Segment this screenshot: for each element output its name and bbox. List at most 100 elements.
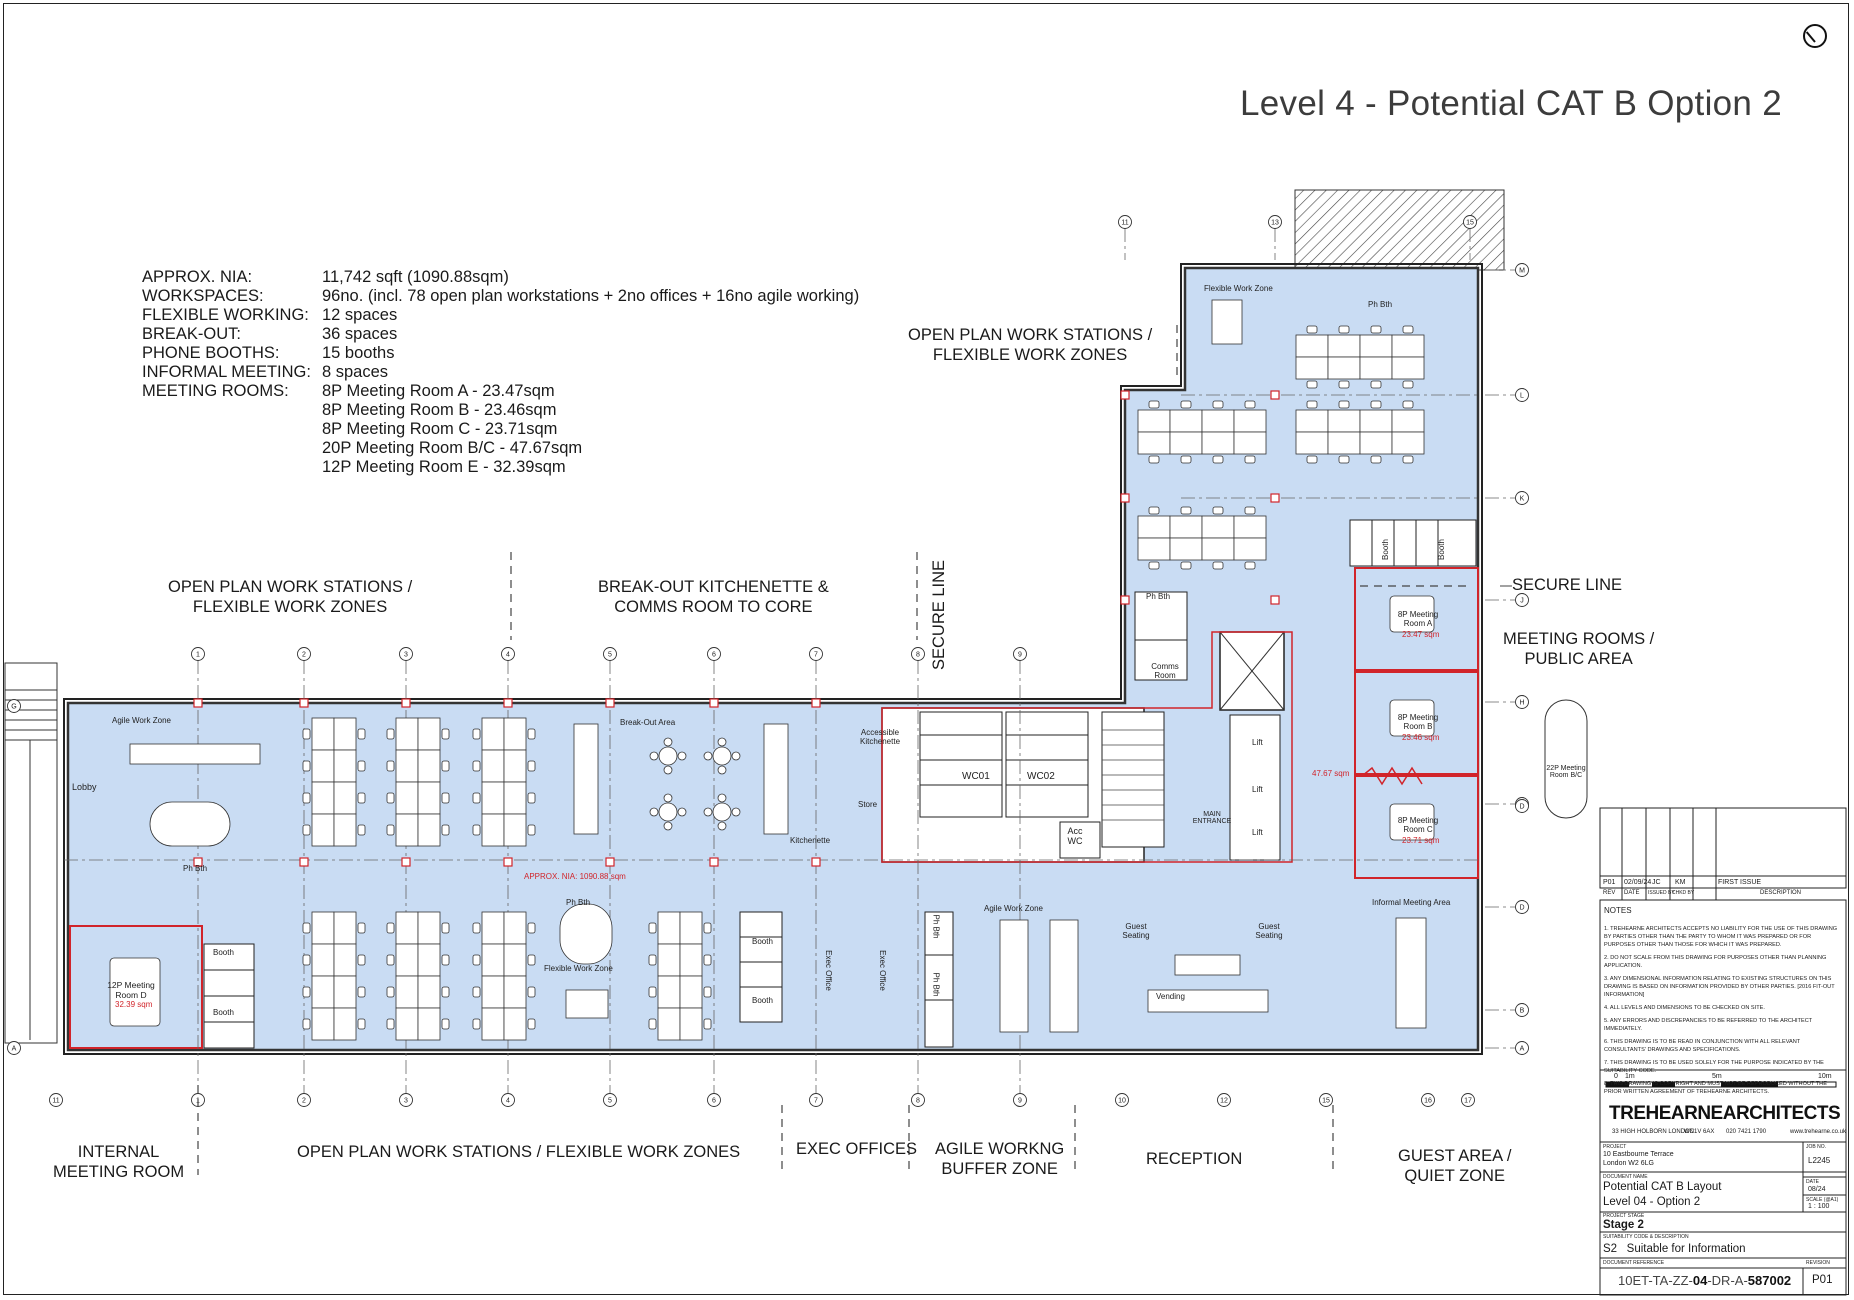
chair — [1244, 455, 1256, 464]
desk — [1169, 409, 1203, 433]
desk — [503, 781, 527, 815]
desk — [503, 717, 527, 751]
chair — [1370, 400, 1382, 409]
desk — [333, 813, 357, 847]
column — [605, 698, 615, 708]
grid-bubble: 6 — [707, 647, 721, 661]
zone-breakout: BREAK-OUT KITCHENETTE &COMMS ROOM TO COR… — [598, 578, 829, 616]
grid-bubble-label: 5 — [608, 1098, 612, 1105]
job-no: L2245 — [1808, 1156, 1831, 1165]
chair — [386, 728, 395, 740]
grid-bubble-label: 15 — [1322, 1098, 1330, 1105]
chair — [357, 760, 366, 772]
chair — [527, 986, 536, 998]
schedule-row: APPROX. NIA:11,742 sqft (1090.88sqm) — [142, 268, 859, 287]
grid-bubble-label: A — [1520, 1046, 1525, 1053]
grid-bubble-label: 1 — [196, 652, 200, 659]
rev-description: FIRST ISSUE — [1718, 879, 1762, 886]
grid-bubble: 8 — [911, 647, 925, 661]
outer-wall — [63, 263, 1483, 1055]
desk — [1359, 409, 1393, 433]
chair — [441, 824, 450, 836]
grid-bubble: 5 — [603, 647, 617, 661]
zone-exec: EXEC OFFICES — [796, 1140, 918, 1158]
desk — [657, 975, 681, 1009]
desk-cluster — [1295, 325, 1425, 389]
column — [709, 698, 719, 708]
grid-bubble: D — [1515, 900, 1529, 914]
desk — [1137, 431, 1171, 455]
desk — [395, 813, 419, 847]
desk-cluster — [472, 911, 536, 1041]
schedule-row: INFORMAL MEETING:8 spaces — [142, 363, 859, 382]
grid-bubble-label: 7 — [814, 1098, 818, 1105]
desk — [311, 1007, 335, 1041]
label-booth-l2: Booth — [213, 1008, 234, 1017]
chair — [1180, 455, 1192, 464]
label-room-bc-22p: 22P Meeting Room B/C — [1546, 765, 1586, 779]
chair — [1244, 400, 1256, 409]
reception-back — [1174, 954, 1241, 976]
desk — [1295, 409, 1329, 433]
schedule-value: 8P Meeting Room B - 23.46sqm — [322, 401, 557, 419]
schedule-value: 8 spaces — [322, 363, 389, 381]
grid-bubble: 2 — [297, 1093, 311, 1107]
hatched-terrace — [1294, 189, 1505, 271]
schedule-row: MEETING ROOMS:8P Meeting Room A - 23.47s… — [142, 382, 859, 401]
label-lift-2: Lift — [1252, 785, 1263, 794]
desk — [333, 975, 357, 1009]
desk — [1391, 409, 1425, 433]
schedule-row: WORKSPACES:96no. (incl. 78 open plan wor… — [142, 287, 859, 306]
label-exec-office-1: Exec Office — [823, 950, 833, 991]
schedule-label — [142, 439, 322, 458]
desk — [481, 1007, 505, 1041]
grid-bubble-label: A — [12, 1046, 17, 1053]
date: 08/24 — [1808, 1186, 1826, 1193]
label-main-entrance: MAIN ENTRANCE — [1192, 811, 1232, 825]
note-item: 3. ANY DIMENSIONAL INFORMATION RELATING … — [1604, 976, 1835, 998]
project-label: PROJECT — [1603, 1144, 1627, 1150]
column — [193, 857, 203, 867]
desk-cluster — [302, 911, 366, 1041]
drawing-title: Level 4 - Potential CAT B Option 2 — [1240, 84, 1782, 123]
desk — [1327, 356, 1361, 380]
chair — [703, 1018, 712, 1030]
column — [811, 698, 821, 708]
desk — [1201, 537, 1235, 561]
area-room-a: 23.47 sqm — [1402, 630, 1440, 639]
label-store: Store — [858, 800, 878, 809]
desk — [333, 781, 357, 815]
desk — [503, 1007, 527, 1041]
grid-bubble-label: 12 — [1220, 1098, 1228, 1105]
area-schedule: APPROX. NIA:11,742 sqft (1090.88sqm)WORK… — [142, 268, 859, 477]
desk — [503, 911, 527, 945]
chair — [1402, 380, 1414, 389]
desk — [1169, 515, 1203, 539]
document-name-2: Level 04 - Option 2 — [1603, 1196, 1701, 1208]
desk — [657, 911, 681, 945]
desk — [1233, 409, 1267, 433]
chair — [302, 986, 311, 998]
agile-bench — [1049, 919, 1079, 1033]
label-booth-m1: Booth — [752, 937, 773, 946]
scale-0: 0 — [1614, 1073, 1618, 1080]
column — [401, 857, 411, 867]
grid-bubble: H — [1515, 695, 1529, 709]
area-room-b: 23.46 sqm — [1402, 733, 1440, 742]
zone-open-plan-top-right: OPEN PLAN WORK STATIONS /FLEXIBLE WORK Z… — [908, 326, 1153, 364]
rev-header-description: DESCRIPTION — [1760, 890, 1802, 896]
date-label: DATE — [1806, 1179, 1819, 1185]
label-informal-meeting-area: Informal Meeting Area — [1372, 898, 1451, 907]
chair — [1212, 506, 1224, 515]
rev-date: 02/09/24 — [1624, 879, 1652, 886]
grid-bubble: 15 — [1319, 1093, 1333, 1107]
desk — [1169, 431, 1203, 455]
desk — [1295, 334, 1329, 358]
note-item: 7. THIS DRAWING IS TO BE USED SOLELY FOR… — [1604, 1060, 1824, 1074]
desk — [311, 749, 335, 783]
chair — [441, 728, 450, 740]
label-room-a: 8P Meeting Room A — [1397, 610, 1439, 628]
grid-bubble-label: J — [1520, 598, 1524, 605]
chair — [527, 954, 536, 966]
